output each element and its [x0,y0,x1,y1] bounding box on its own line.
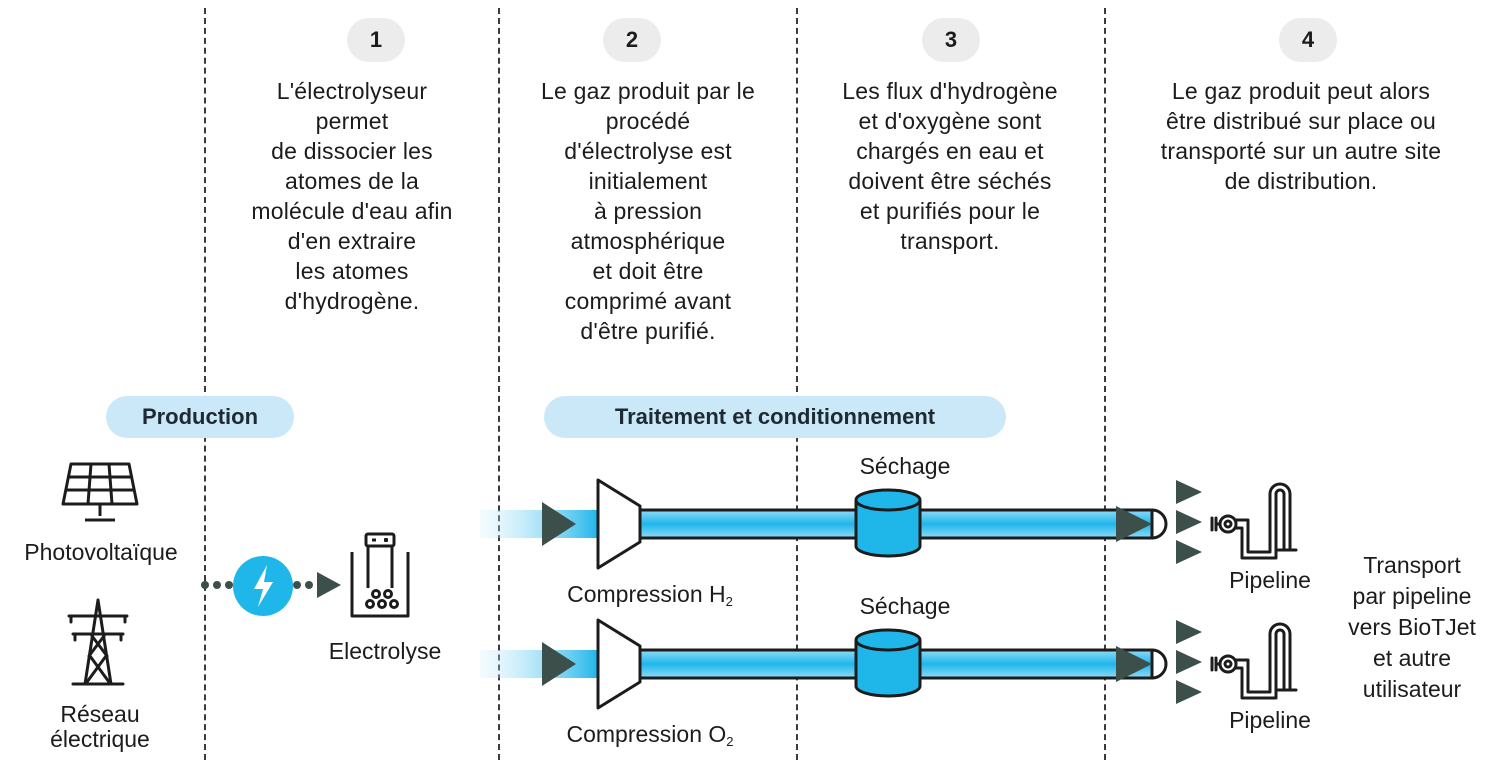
power-connector [201,572,341,598]
step-3-text: Les flux d'hydrogène et d'oxygène sont c… [842,78,1058,254]
pipeline-icon [1176,620,1298,704]
dryer-cylinder-icon [854,488,922,558]
flow-arrow [1116,506,1152,542]
drying-label: Séchage [859,453,951,479]
step-1-text: L'électrolyseur permet de dissocier les … [251,78,453,314]
step-2-text: Le gaz produit par le procédé d'électrol… [541,78,755,344]
grid-label: Réseau électrique [50,701,150,752]
compression-h2-label: Compression H2 [567,581,733,609]
step-3-number: 3 [922,18,980,62]
column-divider [498,8,500,760]
inflow-stream [480,650,598,678]
column-divider [796,8,798,760]
solar-panel-icon [61,462,139,522]
treatment-section-label: Traitement et conditionnement [544,396,1006,438]
production-section-label: Production [106,396,294,438]
transport-label: Transport par pipeline vers BioTJet et a… [1348,552,1476,702]
electrolyser-icon [350,532,410,618]
pipeline-icon [1176,480,1298,564]
step-2-number: 2 [603,18,661,62]
electrolysis-label: Electrolyse [328,638,442,664]
flow-arrow [1116,646,1152,682]
inflow-stream [480,510,598,538]
drying-label: Séchage [859,593,951,619]
column-divider [1104,8,1106,760]
compressor-icon [596,478,642,570]
compression-o2-label: Compression O2 [566,721,734,749]
power-pylon-icon [67,598,129,686]
pipeline-label: Pipeline [1229,707,1311,733]
flow-arrow [542,642,576,686]
step-1-number: 1 [347,18,405,62]
h2-process-line [480,478,1168,570]
step-4-text: Le gaz produit peut alors être distribué… [1160,78,1442,194]
lightning-icon [233,556,293,616]
compressor-icon [596,618,642,710]
column-divider [204,8,206,760]
step-4-number: 4 [1279,18,1337,62]
flow-arrow [542,502,576,546]
photovoltaic-label: Photovoltaïque [24,539,178,565]
pipeline-label: Pipeline [1229,567,1311,593]
dryer-cylinder-icon [854,628,922,698]
o2-process-line [480,618,1168,710]
